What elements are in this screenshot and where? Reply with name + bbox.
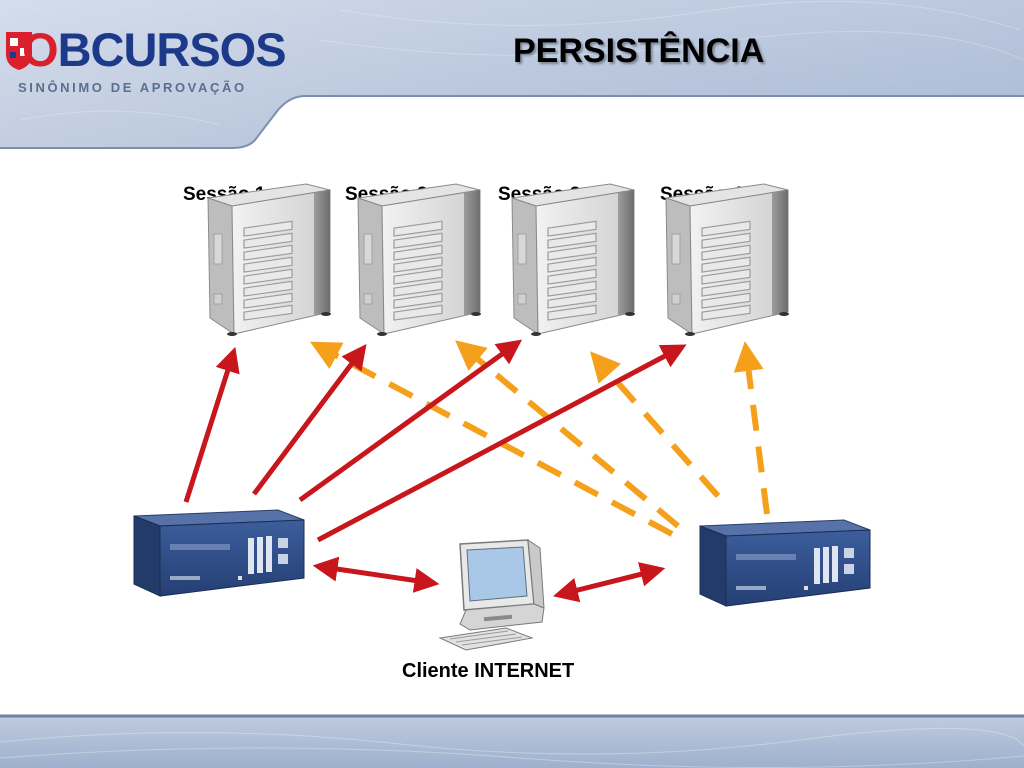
dashed-arrow-to-server-3 (590, 351, 721, 498)
load-balancer-right (699, 519, 871, 607)
computer-workstation-icon (438, 539, 545, 651)
dashed-arrow-to-server-4 (733, 341, 770, 515)
load-balancer-left (133, 509, 305, 597)
server-tower-icon (665, 183, 790, 336)
solid-arrow-to-server-4 (316, 344, 687, 543)
slide-footer (0, 714, 1024, 768)
client-link-left (312, 556, 440, 593)
client-label: Cliente INTERNET (402, 660, 575, 682)
logo-text: BCURSOS (57, 23, 287, 76)
server-tower-icon (207, 183, 332, 336)
logo-tagline: SINÔNIMO DE APROVAÇÃO (18, 80, 247, 95)
header-background (0, 0, 1024, 149)
dashed-arrow-to-server-1 (310, 341, 674, 537)
dashed-arrow-to-server-2 (455, 340, 680, 529)
server-tower-icon (511, 183, 636, 336)
slide-header: OBCURSOS SINÔNIMO DE APROVAÇÃO PERSISTÊN… (0, 0, 1024, 150)
server-tower-icon (357, 183, 482, 336)
logo-shield-icon (6, 32, 32, 70)
solid-arrow-to-server-2 (252, 344, 367, 496)
solid-arrow-to-server-3 (298, 339, 523, 503)
slide-title: PERSISTÊNCIA (513, 32, 765, 70)
logo-letter-o: O (22, 23, 59, 76)
company-logo: OBCURSOS SINÔNIMO DE APROVAÇÃO (0, 20, 300, 105)
client-link-right (553, 562, 666, 603)
solid-arrow-to-server-1 (183, 346, 240, 503)
logo-wordmark: OBCURSOS (22, 23, 287, 76)
